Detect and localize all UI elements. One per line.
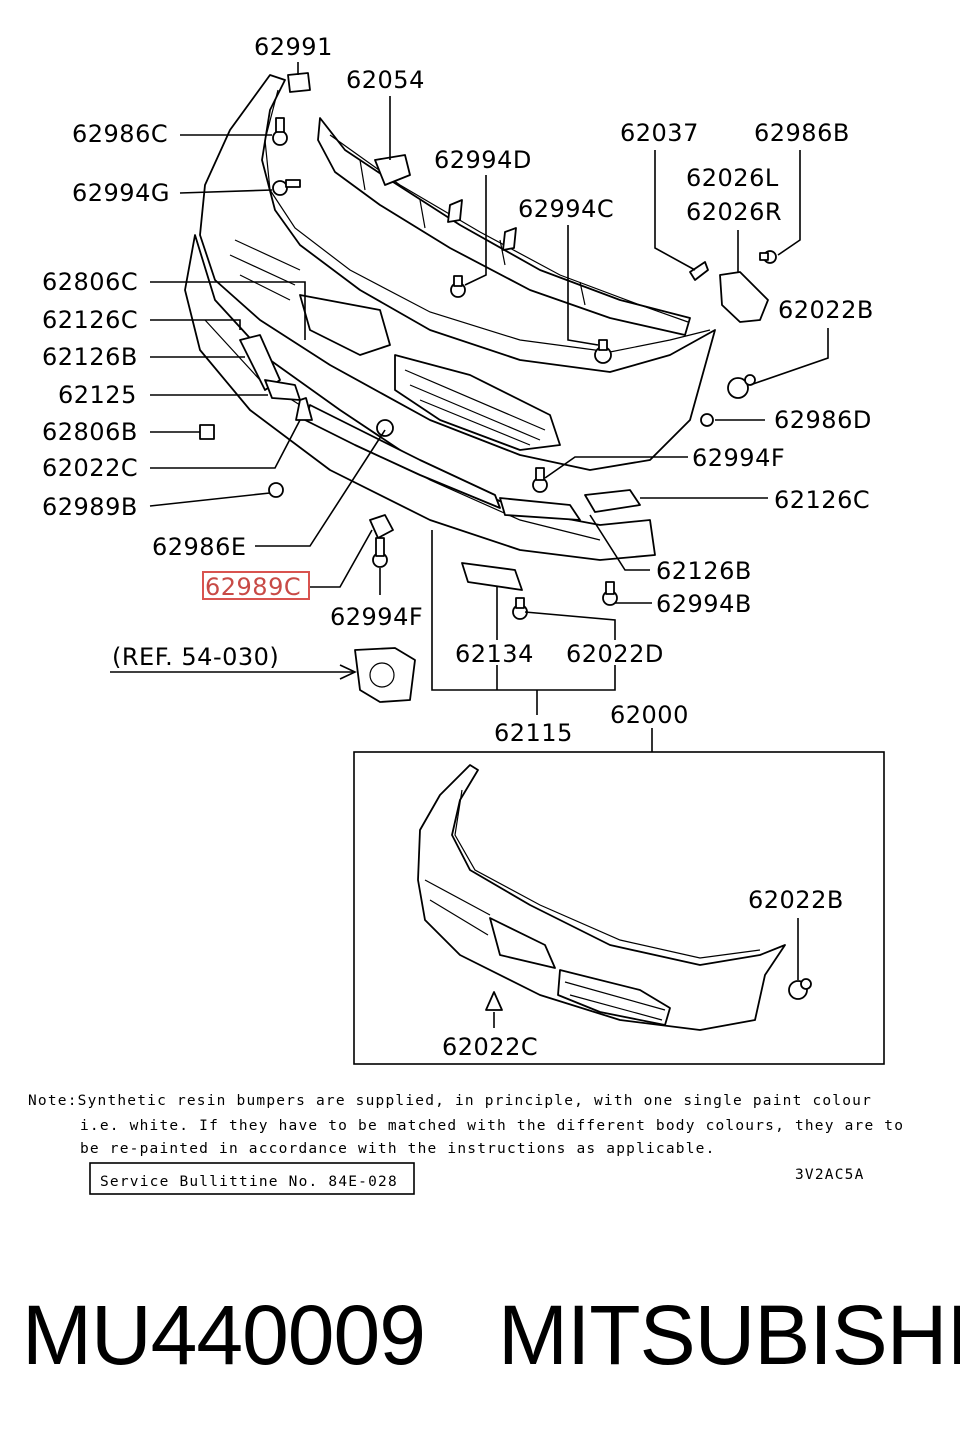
diagram-code: 3V2AC5A bbox=[795, 1167, 865, 1183]
label-62126C-right: 62126C bbox=[774, 486, 870, 514]
label-62806C: 62806C bbox=[42, 268, 138, 296]
service-bulletin-box bbox=[89, 1162, 415, 1195]
leader-lines bbox=[110, 62, 829, 752]
label-62986D: 62986D bbox=[774, 406, 872, 434]
label-62054: 62054 bbox=[346, 66, 425, 94]
label-62037: 62037 bbox=[620, 119, 699, 147]
label-62126C-left: 62126C bbox=[42, 306, 138, 334]
part-number: MU440009 bbox=[22, 1288, 426, 1382]
label-62994D: 62994D bbox=[434, 146, 532, 174]
note-line-1: Note:Synthetic resin bumpers are supplie… bbox=[28, 1093, 872, 1109]
note-line-2: i.e. white. If they have to be matched w… bbox=[80, 1118, 904, 1134]
label-62115: 62115 bbox=[494, 719, 573, 747]
note-line-3: be re-painted in accordance with the ins… bbox=[80, 1141, 716, 1157]
label-62994F-left: 62994F bbox=[330, 603, 423, 631]
label-62994C: 62994C bbox=[518, 195, 614, 223]
label-62989C-highlighted: 62989C bbox=[205, 573, 301, 601]
label-62026R: 62026R bbox=[686, 198, 782, 226]
label-62994B: 62994B bbox=[656, 590, 752, 618]
bumper-exploded-view bbox=[184, 72, 777, 703]
label-62000: 62000 bbox=[610, 701, 689, 729]
label-62126B-left: 62126B bbox=[42, 343, 138, 371]
note-block: Note:Synthetic resin bumpers are supplie… bbox=[28, 1093, 904, 1195]
highlight-box-62989C bbox=[202, 571, 310, 600]
label-62991: 62991 bbox=[254, 33, 333, 61]
footer: MU440009 MITSUBISHI bbox=[0, 1270, 960, 1400]
label-62126B-right: 62126B bbox=[656, 557, 752, 585]
label-62026L: 62026L bbox=[686, 164, 779, 192]
bumper-face bbox=[199, 74, 716, 471]
inset-bumper bbox=[417, 764, 786, 1031]
inset-frame bbox=[353, 751, 885, 1065]
label-62806B: 62806B bbox=[42, 418, 138, 446]
label-62994F-right: 62994F bbox=[692, 444, 785, 472]
label-62125: 62125 bbox=[58, 381, 137, 409]
label-ref-54-030: (REF. 54-030) bbox=[112, 643, 279, 671]
brand-name: MITSUBISHI bbox=[498, 1288, 960, 1382]
label-62022B: 62022B bbox=[778, 296, 874, 324]
fasteners bbox=[199, 72, 777, 620]
part-labels: 62991 62054 62986C 62994G 62994D 62037 6… bbox=[42, 33, 874, 1061]
service-bulletin: Service Bullittine No. 84E-028 bbox=[100, 1174, 398, 1190]
label-62022D: 62022D bbox=[566, 640, 664, 668]
label-inset-62022C: 62022C bbox=[442, 1033, 538, 1061]
label-62022C: 62022C bbox=[42, 454, 138, 482]
reinforcement-bar-62054 bbox=[317, 117, 691, 336]
label-62986B: 62986B bbox=[754, 119, 850, 147]
label-62994G: 62994G bbox=[72, 179, 170, 207]
label-62986C: 62986C bbox=[72, 120, 168, 148]
assembly-inset bbox=[353, 751, 885, 1065]
fog-lamp-housing bbox=[354, 647, 416, 703]
label-62134: 62134 bbox=[455, 640, 534, 668]
label-inset-62022B: 62022B bbox=[748, 886, 844, 914]
side-bracket-62026 bbox=[719, 271, 769, 323]
label-62986E: 62986E bbox=[152, 533, 247, 561]
label-62989B: 62989B bbox=[42, 493, 138, 521]
